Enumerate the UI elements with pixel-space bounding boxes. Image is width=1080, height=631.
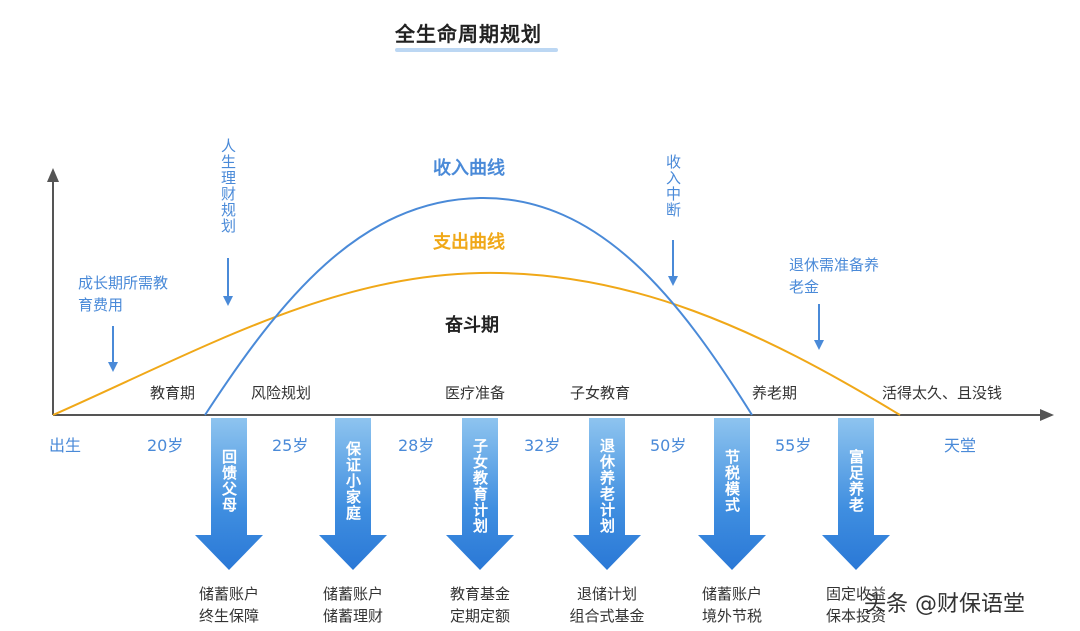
- arrow-label: 回馈父母: [220, 449, 238, 513]
- product-label: 储蓄账户 储蓄理财: [322, 585, 383, 625]
- stage-label: 子女教育: [570, 384, 631, 402]
- age-label: 出生: [49, 436, 82, 455]
- y-axis-arrowhead: [47, 168, 59, 182]
- arrow-label: 子女教育计划: [471, 438, 489, 534]
- income-stop-annotation: 收入中断: [664, 154, 682, 218]
- age-label: 32岁: [524, 436, 561, 455]
- arrow-label: 节税模式: [723, 449, 741, 513]
- arrow-label: 退休养老计划: [598, 438, 616, 534]
- x-axis-arrowhead: [1040, 409, 1054, 421]
- product-label: 教育基金 定期定额: [449, 585, 510, 625]
- arrow-label: 保证小家庭: [344, 441, 362, 521]
- stage-label: 养老期: [752, 384, 798, 402]
- title-underline: [395, 48, 558, 52]
- struggle-period-label: 奋斗期: [445, 315, 499, 336]
- stage-label: 风险规划: [251, 384, 312, 402]
- big-arrow-3: [446, 418, 514, 570]
- income-curve: [204, 196, 753, 416]
- age-label: 20岁: [147, 436, 184, 455]
- big-arrow-5: [698, 418, 766, 570]
- big-arrow-6: [822, 418, 890, 570]
- product-label: 退储计划 组合式基金: [569, 585, 645, 625]
- big-arrow-1: [195, 418, 263, 570]
- diagram-title: 全生命周期规划: [395, 22, 542, 46]
- age-label: 天堂: [944, 436, 977, 455]
- watermark: 头条 @财保语堂: [864, 592, 1025, 617]
- product-label: 储蓄账户 境外节税: [701, 585, 762, 625]
- big-arrow-4: [573, 418, 641, 570]
- income-curve-label: 收入曲线: [433, 158, 505, 179]
- age-label: 55岁: [775, 436, 812, 455]
- age-label: 25岁: [272, 436, 309, 455]
- product-label: 固定收益 保本投资: [825, 585, 886, 625]
- stage-label: 活得太久、且没钱: [882, 384, 1003, 402]
- big-arrow-2: [319, 418, 387, 570]
- expense-curve-label: 支出曲线: [433, 232, 505, 253]
- age-label: 50岁: [650, 436, 687, 455]
- plan-start-annotation: 人生理财规划: [219, 138, 237, 234]
- stage-label: 教育期: [150, 384, 196, 402]
- stage-label: 医疗准备: [445, 384, 506, 402]
- age-label: 28岁: [398, 436, 435, 455]
- growth-edu-annotation: 成长期所需教育费用: [78, 274, 169, 314]
- product-label: 储蓄账户 终生保障: [198, 585, 259, 625]
- arrow-label: 富足养老: [847, 449, 865, 513]
- retire-need-annotation: 退休需准备养老金: [789, 256, 880, 296]
- expense-curve: [52, 271, 901, 416]
